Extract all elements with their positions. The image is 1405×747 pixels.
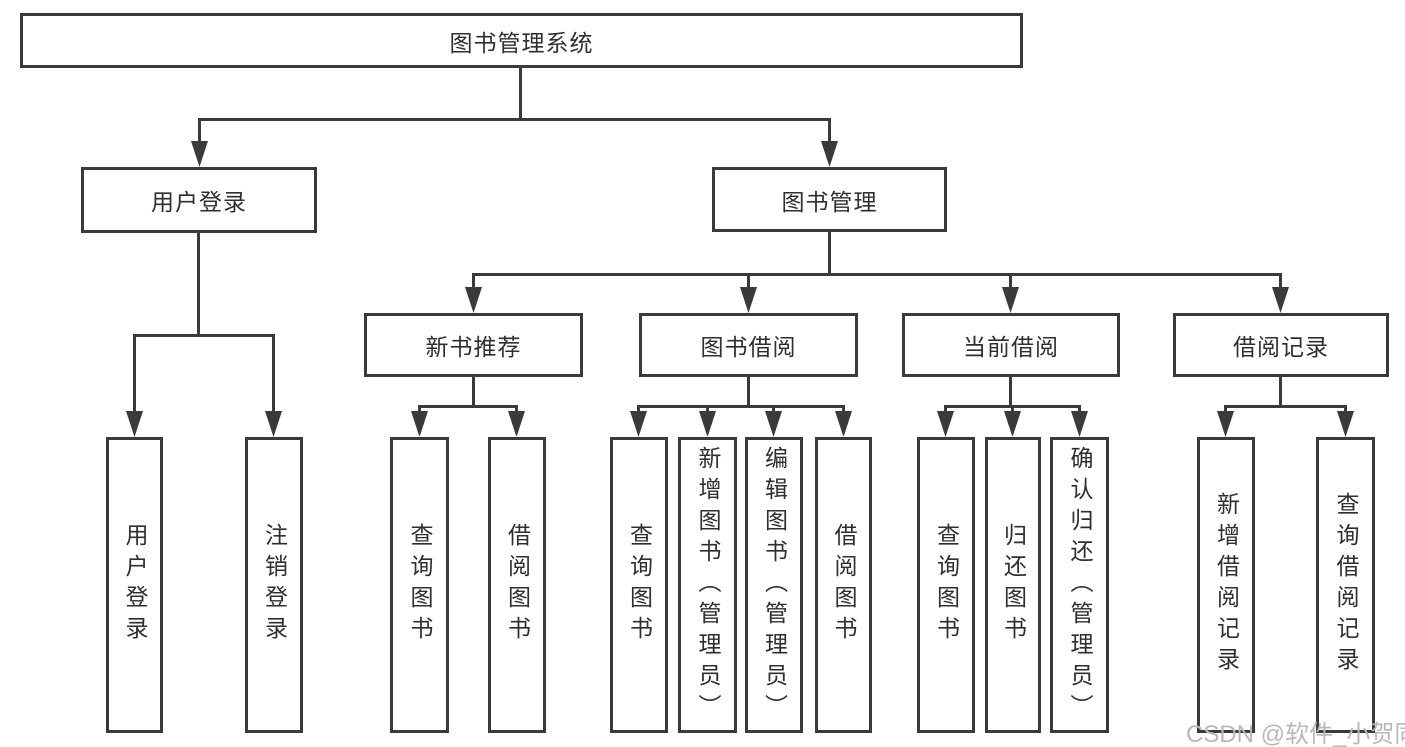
connector-line xyxy=(1078,405,1081,416)
connector-line xyxy=(639,405,844,408)
connector-line xyxy=(637,405,640,416)
arrow-down-icon xyxy=(126,411,143,437)
connector-line xyxy=(828,118,831,146)
connector-line xyxy=(828,232,831,275)
arrow-down-icon xyxy=(1002,287,1019,313)
node-book-borrow: 图书借阅 xyxy=(639,313,858,377)
arrow-down-icon xyxy=(835,411,852,437)
leaf-logout: 注销登录 xyxy=(245,437,303,733)
leaf-return-book: 归还图书 xyxy=(985,437,1041,733)
leaf-edit-book-admin: 编辑图书（管理员） xyxy=(745,437,803,733)
arrow-down-icon xyxy=(265,411,282,437)
connector-line xyxy=(418,405,518,408)
node-new-book-recommend: 新书推荐 xyxy=(364,313,583,377)
connector-line xyxy=(1011,405,1014,416)
node-user-login: 用户登录 xyxy=(81,167,317,233)
connector-line xyxy=(747,377,750,407)
connector-line xyxy=(1226,405,1346,408)
leaf-add-borrow-record: 新增借阅记录 xyxy=(1197,437,1255,733)
connector-line xyxy=(133,334,136,418)
leaf-query-books-borrow: 查询图书 xyxy=(610,437,668,733)
arrow-down-icon xyxy=(508,411,525,437)
connector-line xyxy=(1009,377,1012,407)
connector-line xyxy=(1224,405,1227,416)
arrow-down-icon xyxy=(1071,411,1088,437)
arrow-down-icon xyxy=(191,141,208,167)
leaf-query-borrow-record: 查询借阅记录 xyxy=(1316,437,1375,733)
connector-line xyxy=(842,405,845,416)
csdn-watermark: CSDN @软件_小贺同学 xyxy=(1186,721,1405,747)
arrow-down-icon xyxy=(1337,411,1354,437)
connector-line xyxy=(272,334,275,418)
connector-line xyxy=(772,405,775,416)
node-current-borrow: 当前借阅 xyxy=(902,313,1120,377)
connector-line xyxy=(472,377,475,407)
connector-line xyxy=(747,273,750,295)
connector-line xyxy=(472,273,1282,276)
node-book-management: 图书管理 xyxy=(712,167,947,232)
arrow-down-icon xyxy=(1004,411,1021,437)
node-root: 图书管理系统 xyxy=(20,13,1023,68)
connector-line xyxy=(198,118,201,146)
connector-line xyxy=(706,405,709,416)
connector-line xyxy=(197,233,200,336)
connector-line xyxy=(944,405,947,416)
arrow-down-icon xyxy=(765,411,782,437)
arrow-down-icon xyxy=(740,287,757,313)
leaf-query-books-current: 查询图书 xyxy=(917,437,975,733)
connector-line xyxy=(1279,273,1282,295)
leaf-query-books-recommend: 查询图书 xyxy=(390,437,449,733)
arrow-down-icon xyxy=(699,411,716,437)
connector-line xyxy=(519,68,522,119)
leaf-confirm-return-admin: 确认归还（管理员） xyxy=(1050,437,1109,733)
leaf-user-login: 用户登录 xyxy=(106,437,163,733)
leaf-borrow-books-recommend: 借阅图书 xyxy=(488,437,546,733)
arrow-down-icon xyxy=(937,411,954,437)
connector-line xyxy=(1009,273,1012,295)
connector-line xyxy=(472,273,475,295)
leaf-borrow-books: 借阅图书 xyxy=(815,437,872,733)
arrow-down-icon xyxy=(465,287,482,313)
arrow-down-icon xyxy=(1217,411,1234,437)
connector-line xyxy=(1344,405,1347,416)
arrow-down-icon xyxy=(821,141,838,167)
connector-line xyxy=(1279,377,1282,407)
leaf-add-book-admin: 新增图书（管理员） xyxy=(678,437,737,733)
connector-line xyxy=(133,334,275,337)
node-borrow-records: 借阅记录 xyxy=(1173,313,1389,377)
connector-line xyxy=(418,405,421,416)
connector-line xyxy=(198,118,831,121)
arrow-down-icon xyxy=(630,411,647,437)
connector-line xyxy=(515,405,518,416)
arrow-down-icon xyxy=(1272,287,1289,313)
arrow-down-icon xyxy=(411,411,428,437)
